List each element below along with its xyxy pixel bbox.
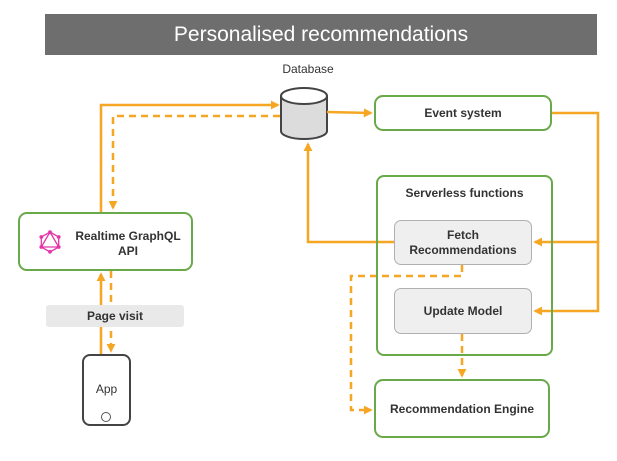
recommendation-engine-box: Recommendation Engine (374, 379, 550, 438)
serverless-functions-title: Serverless functions (405, 186, 524, 200)
arrow-database-to-event (326, 108, 373, 118)
page-visit-label: Page visit (46, 305, 184, 327)
update-model-box: Update Model (394, 288, 532, 334)
event-system-box: Event system (374, 95, 552, 131)
database-cylinder-icon (280, 87, 328, 140)
event-system-label: Event system (424, 106, 502, 120)
arrow-event-to-fetch (533, 111, 600, 247)
serverless-functions-box (376, 175, 553, 356)
fetch-recommendations-box: Fetch Recommendations (394, 220, 532, 265)
app-label: App (95, 382, 118, 396)
database-label: Database (282, 62, 334, 76)
update-model-label: Update Model (423, 303, 503, 318)
recommendation-engine-label: Recommendation Engine (389, 401, 535, 416)
arrow-graphql-to-database (99, 100, 280, 212)
phone-home-button-icon (101, 412, 111, 422)
graphql-logo-icon (39, 230, 61, 254)
arrow-fetch-to-database (303, 142, 394, 244)
phone-icon (82, 354, 131, 426)
banner-title: Personalised recommendations (45, 14, 597, 55)
arrow-fetch-to-engine (349, 265, 464, 415)
arrow-event-to-update (533, 242, 600, 316)
graphql-api-box (18, 212, 193, 271)
graphql-api-label: Realtime GraphQL API (75, 229, 181, 258)
arrow-database-to-graphql (108, 114, 280, 210)
fetch-recommendations-label: Fetch Recommendations (409, 227, 517, 257)
